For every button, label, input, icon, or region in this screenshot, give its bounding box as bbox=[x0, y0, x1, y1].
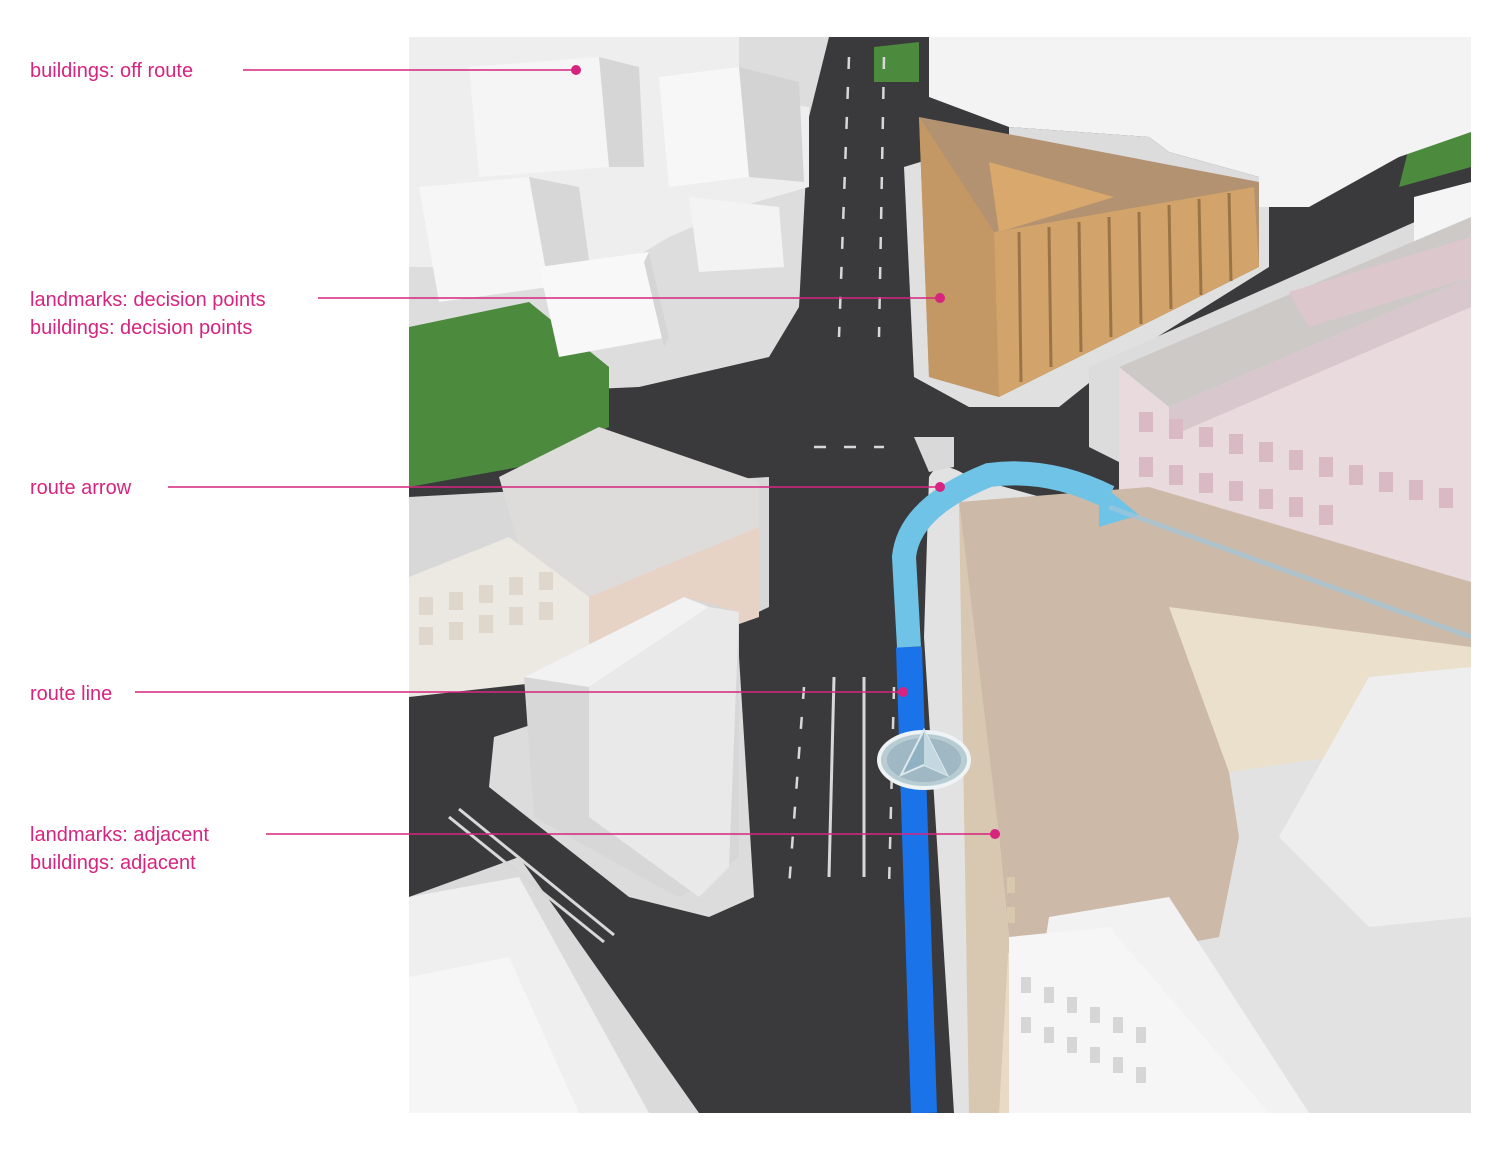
landmark-decision-point bbox=[919, 117, 1259, 397]
buildings-off-route bbox=[409, 37, 809, 357]
map-view[interactable] bbox=[409, 37, 1471, 1113]
map-canvas[interactable] bbox=[409, 37, 1471, 1113]
route-arrow bbox=[891, 461, 1115, 648]
annotation-route-arrow: route arrow bbox=[30, 474, 131, 502]
annotation-route-line: route line bbox=[30, 680, 112, 708]
annotation-line: route line bbox=[30, 683, 113, 705]
buildings-off-route bbox=[409, 877, 649, 1113]
annotation-decision-points: landmarks: decision points buildings: de… bbox=[30, 286, 266, 342]
annotation-line: landmarks: adjacent bbox=[30, 824, 209, 846]
route-line bbox=[896, 646, 937, 1113]
buildings-off-route bbox=[1009, 667, 1471, 1113]
park-area bbox=[874, 42, 919, 82]
annotation-line: buildings: decision points bbox=[30, 317, 253, 339]
annotation-buildings-off-route: buildings: off route bbox=[30, 57, 193, 85]
lane-markings bbox=[787, 56, 896, 888]
lane-lines bbox=[448, 676, 866, 944]
route-continuation bbox=[1108, 504, 1471, 640]
annotation-line: buildings: adjacent bbox=[30, 852, 196, 874]
annotation-line: buildings: off route bbox=[30, 60, 194, 82]
traffic-island bbox=[914, 437, 954, 472]
buildings-adjacent-left bbox=[524, 597, 739, 897]
annotation-line: route arrow bbox=[30, 477, 132, 499]
navigation-arrow-icon bbox=[877, 727, 971, 790]
annotation-line: landmarks: decision points bbox=[30, 289, 266, 311]
annotation-adjacent: landmarks: adjacent buildings: adjacent bbox=[30, 821, 209, 877]
